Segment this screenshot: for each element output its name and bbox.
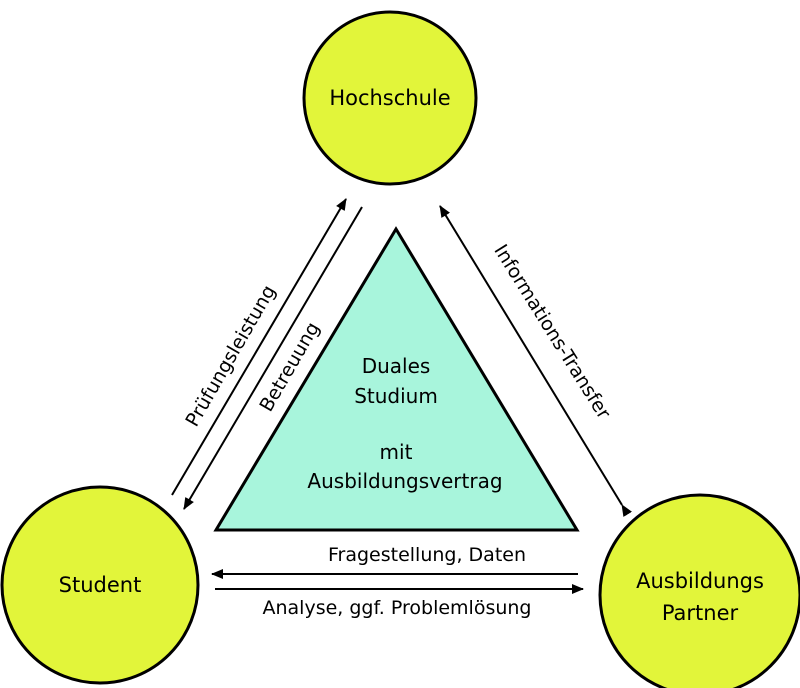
center-label-line2: Studium [354, 384, 438, 408]
center-label-line3: mit [380, 440, 413, 464]
informations-transfer-label: Informations-Transfer [489, 241, 614, 424]
hochschule-label: Hochschule [329, 86, 450, 110]
ausbildungs-partner-label-line1: Ausbildungs [636, 569, 764, 593]
betreuung-arrow [183, 206, 363, 510]
informations-transfer-arrow [439, 205, 632, 517]
center-label-line1: Duales [362, 354, 431, 378]
ausbildungs-partner-label-line2: Partner [662, 601, 739, 625]
fragestellung-label: Fragestellung, Daten [328, 544, 526, 566]
center-label-line4: Ausbildungsvertrag [307, 469, 502, 493]
hochschule-node [302, 10, 478, 186]
ausbildungs-partner-node [598, 493, 800, 688]
student-label: Student [59, 573, 142, 597]
student-node [0, 485, 200, 685]
pruefungsleistung-arrow [171, 198, 347, 496]
analyse-label: Analyse, ggf. Problemlösung [262, 597, 531, 619]
